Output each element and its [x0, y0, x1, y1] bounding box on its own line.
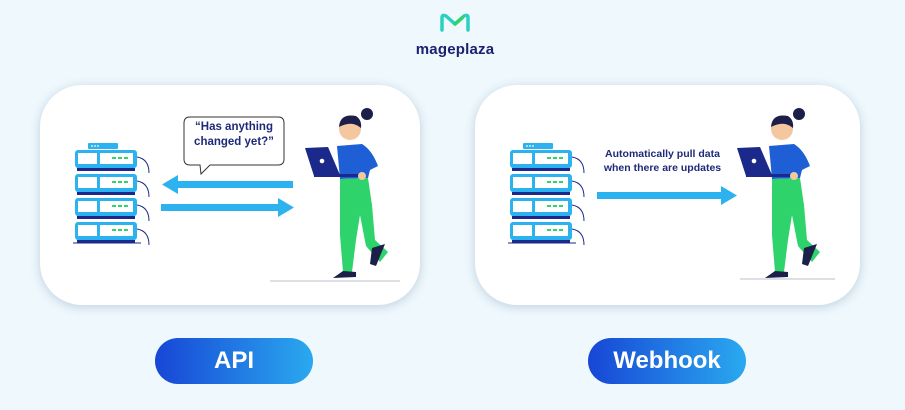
speech-bubble-text: “Has anything changed yet?”: [194, 121, 274, 148]
mageplaza-logo: mageplaza: [410, 12, 500, 58]
server-stack-icon: [508, 143, 584, 245]
webhook-label-button: Webhook: [588, 338, 746, 384]
server-stack-icon: [73, 143, 149, 245]
webhook-caption: Automatically pull data when there are u…: [590, 147, 735, 175]
webhook-caption-line1: Automatically pull data: [605, 148, 720, 160]
person-with-laptop-icon: [737, 108, 820, 278]
arrow-right-icon: [161, 198, 294, 217]
arrow-right-icon: [597, 186, 737, 205]
arrow-left-icon: [162, 175, 293, 194]
api-label-button: API: [155, 338, 313, 384]
person-with-laptop-icon: [305, 108, 388, 278]
logo-text: mageplaza: [415, 41, 495, 58]
mageplaza-logo-icon: [440, 13, 470, 32]
webhook-caption-line2: when there are updates: [603, 162, 722, 174]
speech-bubble: [183, 116, 285, 176]
